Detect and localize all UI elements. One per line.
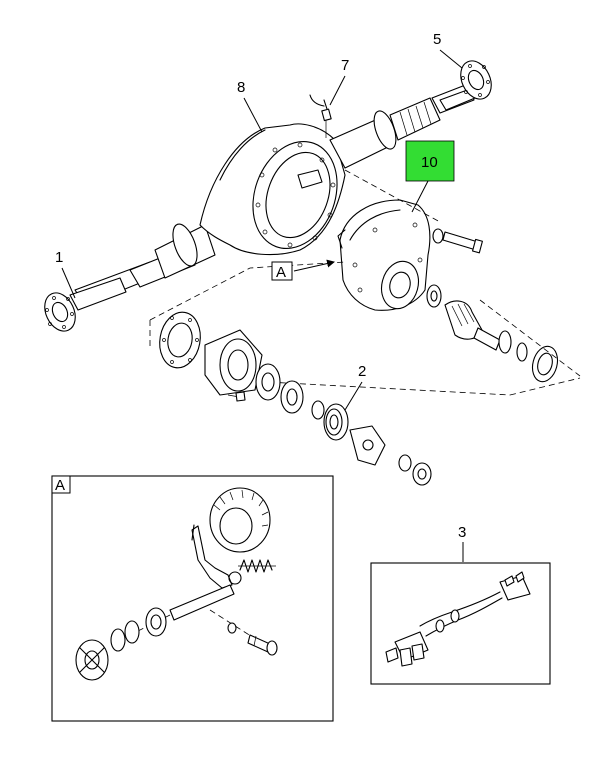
shift-switch-sensor[interactable] xyxy=(227,622,278,656)
axle-shaft-end[interactable] xyxy=(75,639,109,681)
detail-panel-a: A xyxy=(51,475,334,722)
callout-7[interactable]: 7 xyxy=(329,57,349,106)
highlight-box xyxy=(405,140,455,182)
breather-fitting[interactable] xyxy=(309,94,332,138)
axle-housing[interactable] xyxy=(74,83,476,306)
svg-text:7: 7 xyxy=(341,57,349,74)
detail-reference-a[interactable]: A xyxy=(271,259,335,281)
locker-gear[interactable] xyxy=(209,487,271,553)
wiring-harness[interactable] xyxy=(385,571,531,667)
callout-1[interactable]: 1 xyxy=(55,249,76,299)
callout-8[interactable]: 8 xyxy=(237,79,263,133)
svg-text:2: 2 xyxy=(358,363,366,380)
svg-text:3: 3 xyxy=(458,524,466,541)
right-axle-flange[interactable] xyxy=(455,56,497,104)
callout-3[interactable]: 3 xyxy=(458,524,466,562)
shift-spring[interactable] xyxy=(238,559,276,573)
svg-text:A: A xyxy=(276,264,286,281)
pinion-gear-set[interactable] xyxy=(426,284,561,384)
svg-text:5: 5 xyxy=(433,31,441,48)
differential-bearing[interactable] xyxy=(311,400,432,486)
differential-carrier[interactable] xyxy=(337,199,483,313)
callout-10-highlighted[interactable]: 10 xyxy=(405,140,455,213)
svg-text:1: 1 xyxy=(55,249,63,266)
ring-gear-assembly[interactable] xyxy=(155,309,304,414)
svg-text:A: A xyxy=(55,477,65,494)
shift-fork[interactable] xyxy=(191,524,242,589)
callout-2[interactable]: 2 xyxy=(344,363,366,411)
callout-5[interactable]: 5 xyxy=(433,31,463,69)
wiring-harness-panel xyxy=(370,562,551,685)
clutch-collar[interactable] xyxy=(110,607,167,652)
svg-text:8: 8 xyxy=(237,79,245,96)
left-axle-flange[interactable] xyxy=(39,277,127,336)
svg-text:10: 10 xyxy=(421,154,438,171)
